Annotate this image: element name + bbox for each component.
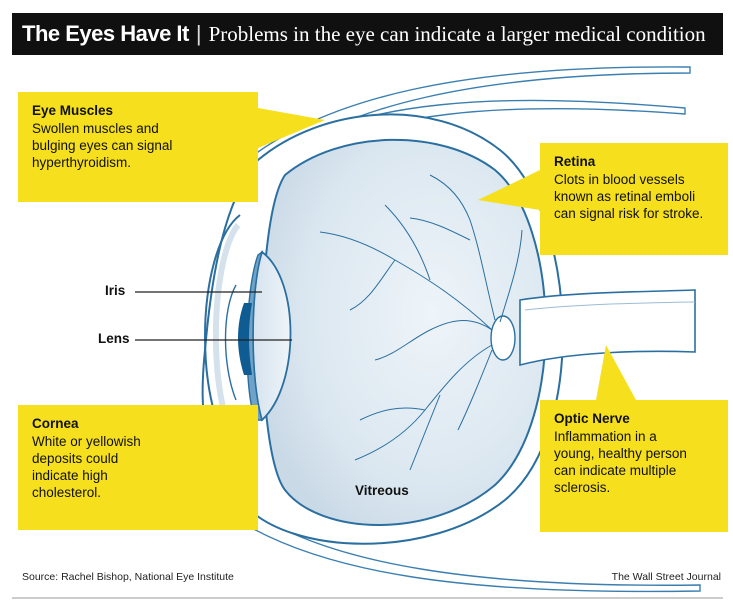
label-lens: Lens [98, 331, 130, 346]
callout-eye-muscles-text: Swollen muscles and bulging eyes can sig… [32, 120, 246, 171]
callout-cornea-title: Cornea [32, 415, 246, 432]
callout-optic-nerve: Optic Nerve Inflammation in a young, hea… [540, 400, 728, 532]
label-vitreous: Vitreous [355, 483, 409, 498]
label-iris: Iris [105, 283, 125, 298]
callout-cornea-text: White or yellowish deposits could indica… [32, 433, 246, 501]
callout-retina-title: Retina [554, 153, 716, 170]
callout-optic-nerve-title: Optic Nerve [554, 410, 716, 427]
callout-retina-text: Clots in blood vessels known as retinal … [554, 171, 716, 222]
callout-optic-nerve-text: Inflammation in a young, healthy person … [554, 428, 716, 496]
footer-credit: The Wall Street Journal [612, 571, 721, 583]
callout-cornea: Cornea White or yellowish deposits could… [18, 405, 258, 530]
optic-disc [491, 316, 515, 360]
callout-eye-muscles-title: Eye Muscles [32, 102, 246, 119]
callout-eye-muscles: Eye Muscles Swollen muscles and bulging … [18, 92, 258, 202]
callout-retina: Retina Clots in blood vessels known as r… [540, 143, 728, 255]
footer-source: Source: Rachel Bishop, National Eye Inst… [22, 571, 234, 583]
